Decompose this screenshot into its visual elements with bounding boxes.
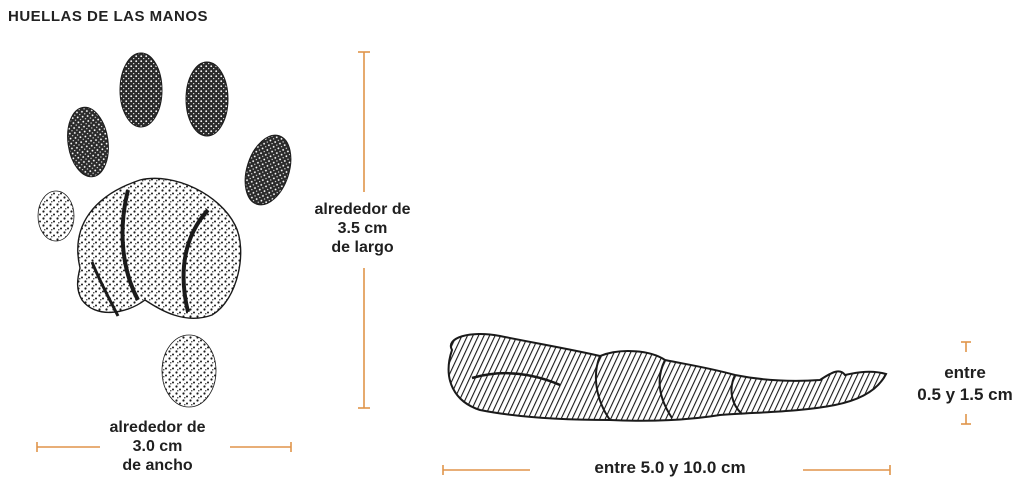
scat-shape — [449, 334, 886, 421]
carpal-pad — [162, 335, 216, 407]
width-label-line-3: de ancho — [95, 456, 220, 475]
width-label: alrededor de 3.0 cm de ancho — [95, 418, 220, 475]
length-label-line-1: alrededor de — [300, 200, 425, 219]
length-label: alrededor de 3.5 cm de largo — [300, 200, 425, 257]
palm-pad — [78, 178, 241, 318]
toe-pad-4 — [237, 129, 299, 210]
scat-length-label: entre 5.0 y 10.0 cm — [555, 458, 785, 477]
scat-diameter-label: entre 0.5 y 1.5 cm — [900, 362, 1029, 406]
toe-pad-5 — [38, 191, 74, 241]
length-label-line-2: 3.5 cm — [300, 219, 425, 238]
length-label-line-3: de largo — [300, 238, 425, 257]
toe-pad-1 — [120, 53, 162, 127]
width-label-line-1: alrededor de — [95, 418, 220, 437]
width-label-line-2: 3.0 cm — [95, 437, 220, 456]
scat-diameter-label-line-2: 0.5 y 1.5 cm — [900, 384, 1029, 406]
scat-diameter-label-line-1: entre — [900, 362, 1029, 384]
toe-pad-2 — [186, 62, 228, 136]
scat-illustration — [449, 334, 886, 421]
paw-print — [38, 53, 299, 407]
toe-pad-3 — [63, 105, 112, 180]
